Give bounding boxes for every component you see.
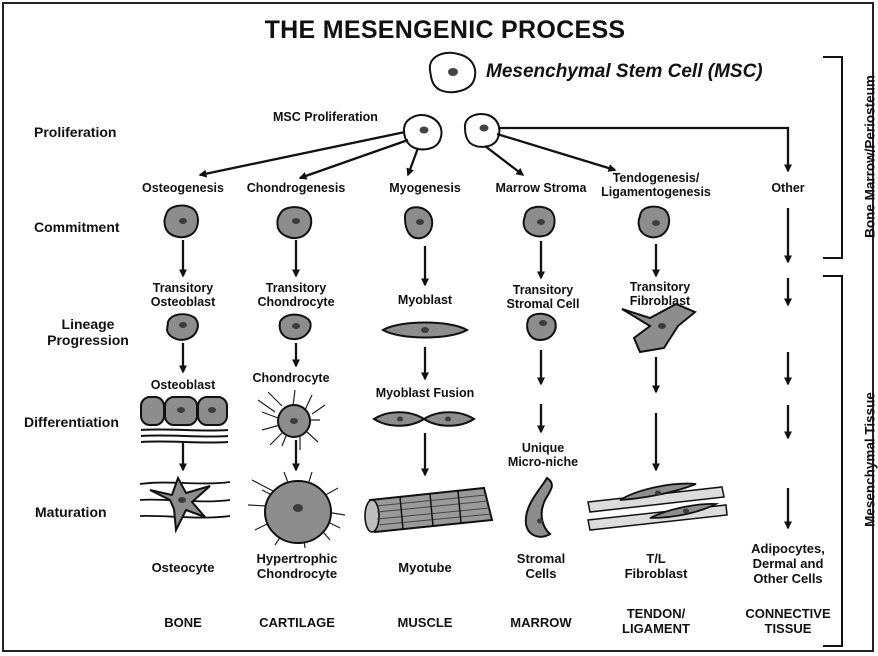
msc-stem-cell <box>430 53 475 92</box>
lineage-label: Osteogenesis <box>142 181 224 195</box>
chondrocyte-with-matrix <box>258 390 325 450</box>
stromal-cell <box>526 478 552 537</box>
final-cell-label: Hypertrophic Chondrocyte <box>257 552 338 582</box>
arrow-to-tendogenesis <box>497 134 615 170</box>
tissue-label: CARTILAGE <box>259 616 335 631</box>
msc-proliferation-label: MSC Proliferation <box>273 110 378 124</box>
final-cell-label: Adipocytes, Dermal and Other Cells <box>751 542 825 587</box>
arrow-to-other <box>498 128 788 171</box>
differentiation-label: Myoblast Fusion <box>376 386 475 400</box>
transitory-label: Transitory Osteoblast <box>151 281 216 310</box>
stage-label: Maturation <box>35 504 107 520</box>
differentiation-label: Chondrocyte <box>252 371 329 385</box>
hypertrophic-chondrocyte-cell <box>248 472 345 548</box>
osteocyte-cell <box>140 478 230 530</box>
proliferating-cell-right <box>465 114 499 147</box>
differentiation-label: Unique Micro-niche <box>508 441 578 470</box>
final-cell-label: T/L Fibroblast <box>625 552 688 582</box>
commitment-cell-muscle <box>405 207 432 238</box>
side-brackets <box>823 57 842 646</box>
myotube <box>365 488 492 532</box>
lineage-label: Other <box>771 181 804 195</box>
proliferating-cell-left <box>404 115 442 149</box>
arrow-to-osteogenesis <box>200 132 405 175</box>
tissue-label: BONE <box>164 616 202 631</box>
commitment-cell-bone <box>165 206 199 238</box>
tissue-label: MARROW <box>510 616 571 631</box>
transitory-label: Myoblast <box>398 293 452 307</box>
transitory-label: Transitory Chondrocyte <box>257 281 334 310</box>
bracket-mesenchymal-tissue <box>823 276 842 646</box>
final-cell-label: Stromal Cells <box>517 552 565 582</box>
bracket-bone-marrow <box>823 57 842 258</box>
transitory-label: Transitory Stromal Cell <box>507 283 580 312</box>
lineage-label: Myogenesis <box>389 181 461 195</box>
transitory-stromal-cell <box>527 314 556 340</box>
side-label-bone-marrow: Bone Marrow/Periosteum <box>863 57 878 257</box>
myoblast-cell <box>383 323 467 338</box>
arrow-to-marrow-stroma <box>485 146 523 175</box>
stage-label: Commitment <box>34 219 120 235</box>
transitory-osteoblast-cell <box>167 314 198 340</box>
tissue-label: CONNECTIVE TISSUE <box>745 607 830 637</box>
stage-label: Differentiation <box>24 414 119 430</box>
transitory-chondrocyte-cell <box>280 315 311 340</box>
stage-label: Lineage Progression <box>47 316 129 348</box>
msc-label: Mesenchymal Stem Cell (MSC) <box>486 61 763 83</box>
tissue-label: TENDON/ LIGAMENT <box>622 607 690 637</box>
commitment-cell-cartilage <box>277 207 311 238</box>
osteoblast-layer <box>141 397 228 443</box>
final-cell-label: Osteocyte <box>152 561 215 576</box>
lineage-label: Marrow Stroma <box>496 181 587 195</box>
transitory-label: Transitory Fibroblast <box>630 280 690 309</box>
tissue-label: MUSCLE <box>398 616 453 631</box>
commitment-cell-marrow <box>524 207 555 237</box>
lineage-label: Tendogenesis/ Ligamentogenesis <box>601 171 711 200</box>
diagram-title: THE MESENGENIC PROCESS <box>265 16 626 45</box>
stage-label: Proliferation <box>34 124 116 140</box>
arrow-to-chondrogenesis <box>300 140 408 178</box>
tl-fibroblast <box>588 484 727 530</box>
differentiation-label: Osteoblast <box>151 378 216 392</box>
transitory-fibroblast-cell <box>622 304 695 352</box>
vertical-arrows <box>183 208 788 528</box>
commitment-cell-tendon <box>639 207 670 238</box>
arrow-to-myogenesis <box>408 148 418 175</box>
commitment-cells <box>165 206 670 239</box>
lineage-label: Chondrogenesis <box>247 181 346 195</box>
side-label-mesenchymal-tissue: Mesenchymal Tissue <box>863 370 878 550</box>
final-cell-label: Myotube <box>398 561 451 576</box>
myoblast-fusion-cells <box>374 412 474 426</box>
